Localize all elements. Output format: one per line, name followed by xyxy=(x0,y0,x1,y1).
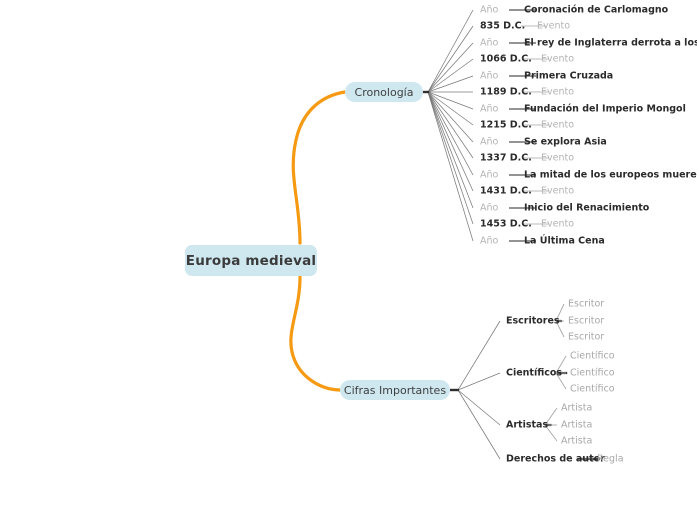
chronology-fan-line xyxy=(427,91,474,159)
fan-cifras xyxy=(457,320,501,460)
chronology-year-label[interactable]: Año xyxy=(480,37,499,49)
figures-group-label[interactable]: Artistas xyxy=(506,419,549,431)
figures-child-label[interactable]: Científico xyxy=(570,350,615,362)
chronology-fan-line xyxy=(427,91,474,126)
figures-child-label[interactable]: Artista xyxy=(561,435,593,447)
chronology-year-label[interactable]: 835 D.C. xyxy=(480,20,526,32)
branch-label-cifras: Cifras Importantes xyxy=(343,383,447,397)
chronology-event-label[interactable]: Primera Cruzada xyxy=(524,70,614,82)
chronology-year-label[interactable]: Año xyxy=(480,235,499,247)
chronology-year-label[interactable]: 1066 D.C. xyxy=(480,53,532,65)
figures-child-label[interactable]: Artista xyxy=(561,419,593,431)
chronology-year-label[interactable]: Año xyxy=(480,202,499,214)
figures-fan-line xyxy=(457,389,501,426)
chronology-event-label[interactable]: Evento xyxy=(541,152,575,164)
chronology-year-label[interactable]: Año xyxy=(480,169,499,181)
chronology-event-label[interactable]: La Última Cena xyxy=(524,235,605,247)
chronology-year-label[interactable]: Año xyxy=(480,136,499,148)
chronology-year-label[interactable]: 1431 D.C. xyxy=(480,185,532,197)
figures-fan-line xyxy=(457,372,501,391)
connector-root-to-cronologia xyxy=(291,90,347,245)
chronology-event-label[interactable]: Se explora Asia xyxy=(524,136,607,148)
chronology-event-label[interactable]: El rey de Inglaterra derrota a los invas… xyxy=(524,37,697,49)
chronology-event-label[interactable]: Fundación del Imperio Mongol xyxy=(524,103,686,115)
chronology-year-label[interactable]: Año xyxy=(480,70,499,82)
branch-label-cronologia: Cronología xyxy=(354,85,414,99)
figures-group-label[interactable]: Derechos de autor xyxy=(506,453,605,465)
chronology-event-label[interactable]: Evento xyxy=(541,86,575,98)
figures-group-label[interactable]: Escritores xyxy=(506,315,560,327)
chronology-year-label[interactable]: Año xyxy=(480,4,499,16)
fan-cronologia xyxy=(427,9,474,242)
chronology-event-label[interactable]: La mitad de los europeos mueren xyxy=(524,169,697,181)
chronology-fan-line xyxy=(427,75,474,93)
figures-child-label[interactable]: Científico xyxy=(570,383,615,395)
figures-fan-line xyxy=(457,320,501,391)
root-node[interactable]: Europa medieval xyxy=(185,245,317,276)
branch-node-cifras[interactable]: Cifras Importantes xyxy=(340,380,450,400)
chronology-event-label[interactable]: Evento xyxy=(541,53,575,65)
chronology-fan-line xyxy=(427,9,474,93)
main-connector-group xyxy=(289,90,347,392)
chronology-fan-line xyxy=(427,42,474,93)
figures-child-label[interactable]: Regla xyxy=(597,453,624,465)
branch-node-cronologia[interactable]: Cronología xyxy=(345,82,423,102)
figures-child-label[interactable]: Escritor xyxy=(568,331,605,343)
chronology-fan-line xyxy=(427,91,474,225)
chronology-year-label[interactable]: Año xyxy=(480,103,499,115)
chronology-fan-line xyxy=(427,25,474,93)
chronology-event-label[interactable]: Inicio del Renacimiento xyxy=(524,202,650,214)
chronology-event-label[interactable]: Evento xyxy=(537,20,571,32)
chronology-year-label[interactable]: 1337 D.C. xyxy=(480,152,532,164)
chronology-year-label[interactable]: 1189 D.C. xyxy=(480,86,532,98)
chronology-event-label[interactable]: Coronación de Carlomagno xyxy=(524,4,669,16)
chronology-fan-line xyxy=(427,91,474,143)
figures-group-label[interactable]: Científicos xyxy=(506,367,563,379)
chronology-fan-line xyxy=(427,91,474,209)
figures-fan-line xyxy=(457,389,501,460)
chronology-fan-line xyxy=(427,91,474,192)
chronology-event-label[interactable]: Evento xyxy=(541,119,575,131)
figures-child-label[interactable]: Artista xyxy=(561,402,593,414)
chronology-event-label[interactable]: Evento xyxy=(541,218,575,230)
figures-child-label[interactable]: Científico xyxy=(570,367,615,379)
chronology-year-label[interactable]: 1453 D.C. xyxy=(480,218,532,230)
chronology-year-label[interactable]: 1215 D.C. xyxy=(480,119,532,131)
chronology-fan-line xyxy=(427,58,474,93)
chronology-event-label[interactable]: Evento xyxy=(541,185,575,197)
chronology-fan-line xyxy=(427,91,474,176)
chronology-fan-line xyxy=(427,91,474,110)
connector-root-to-cifras xyxy=(289,275,343,392)
figures-child-label[interactable]: Escritor xyxy=(568,315,605,327)
figures-child-label[interactable]: Escritor xyxy=(568,298,605,310)
root-node-label: Europa medieval xyxy=(185,252,317,269)
chronology-fan-line xyxy=(427,91,474,242)
